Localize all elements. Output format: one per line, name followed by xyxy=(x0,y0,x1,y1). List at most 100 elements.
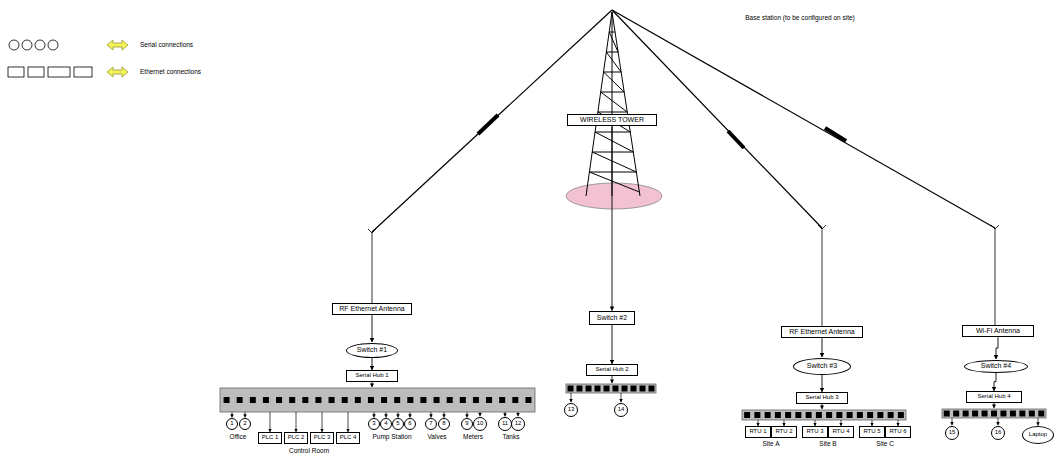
port xyxy=(224,397,230,403)
device-circle: 16 xyxy=(991,426,1006,441)
port-strip xyxy=(566,384,656,393)
device-drop xyxy=(398,412,399,418)
port xyxy=(640,386,646,392)
device-circle: 6 xyxy=(404,418,416,430)
legend-text: Ethernet connections xyxy=(140,68,201,75)
device-box: RTU 2 xyxy=(771,426,796,437)
device-box: RF Ethernet Antenna xyxy=(781,326,863,338)
node-text: Serial Hub 3 xyxy=(805,394,838,401)
node-text: 2 xyxy=(243,420,246,427)
node-text: RTU 6 xyxy=(889,428,906,435)
radio-tower xyxy=(566,12,662,209)
device-circle: 14 xyxy=(614,403,629,418)
tower-brace xyxy=(604,72,622,73)
tower-brace xyxy=(609,32,615,33)
tower-brace xyxy=(592,152,633,153)
port xyxy=(577,386,583,392)
port xyxy=(342,397,348,403)
node-text: RTU 3 xyxy=(806,428,823,435)
port xyxy=(631,386,637,392)
port xyxy=(525,397,531,403)
port xyxy=(785,412,791,418)
uplink-arrow xyxy=(994,402,995,408)
port xyxy=(744,412,750,418)
port xyxy=(512,397,518,403)
port xyxy=(460,397,466,403)
device-drop xyxy=(783,420,784,426)
device-drop xyxy=(518,412,519,416)
tower-brace xyxy=(589,172,636,173)
port xyxy=(1000,411,1006,417)
port xyxy=(765,412,771,418)
tower-brace xyxy=(598,112,627,113)
node-text: 7 xyxy=(429,420,432,427)
node-text: PLC 1 xyxy=(262,434,279,441)
port xyxy=(649,386,655,392)
link-arrow xyxy=(994,373,996,391)
port xyxy=(355,397,361,403)
node-text: Switch #1 xyxy=(357,346,387,354)
node-text: 15 xyxy=(949,429,956,436)
device-box: RTU 5 xyxy=(859,426,884,437)
port xyxy=(407,397,413,403)
port-strip xyxy=(742,410,906,420)
port xyxy=(302,397,308,403)
node-text: 5 xyxy=(396,420,399,427)
port xyxy=(499,397,505,403)
device-box: PLC 3 xyxy=(310,432,335,443)
device-circle: 2 xyxy=(239,418,251,430)
device-drop xyxy=(245,412,246,418)
link-arrow xyxy=(612,325,613,364)
tower-brace xyxy=(589,172,639,192)
node-text: RF Ethernet Antenna xyxy=(339,305,404,313)
tower-brace xyxy=(595,132,630,133)
port xyxy=(473,397,479,403)
tower-brace xyxy=(601,92,628,112)
device-box: WIRELESS TOWER xyxy=(567,114,657,126)
port xyxy=(250,397,256,403)
group-label: Control Room xyxy=(288,447,330,454)
device-box: RTU 1 xyxy=(745,426,770,437)
port xyxy=(775,412,781,418)
node-text: RTU 5 xyxy=(863,428,880,435)
device-circle: 5 xyxy=(392,418,404,430)
device-drop xyxy=(840,420,841,426)
device-drop xyxy=(410,412,411,418)
node-text: 12 xyxy=(515,420,522,427)
device-circle: 11 xyxy=(498,417,512,431)
link-arrow xyxy=(372,315,373,342)
tower-brace xyxy=(604,72,625,92)
link-arrow xyxy=(372,358,373,370)
link-arrow xyxy=(996,337,998,359)
port xyxy=(604,386,610,392)
port xyxy=(1019,411,1025,417)
port xyxy=(586,386,592,392)
port xyxy=(888,412,894,418)
node-text: 11 xyxy=(502,420,508,427)
port xyxy=(368,397,374,403)
device-circle: 9 xyxy=(461,418,473,430)
device-drop xyxy=(386,412,387,418)
group-label: Office xyxy=(229,433,248,440)
port xyxy=(816,412,822,418)
device-drop xyxy=(621,393,622,402)
port xyxy=(276,397,282,403)
port xyxy=(381,397,387,403)
node-text: 13 xyxy=(568,406,575,413)
port xyxy=(1010,411,1016,417)
port xyxy=(857,412,863,418)
device-circle: 12 xyxy=(511,417,526,432)
device-box: Serial Hub 2 xyxy=(586,364,638,375)
port xyxy=(982,411,988,417)
device-box: RTU 3 xyxy=(802,426,827,437)
group-label: Meters xyxy=(462,433,484,440)
device-drop xyxy=(814,420,815,426)
node-text: RTU 1 xyxy=(749,428,766,435)
device-drop xyxy=(757,420,758,426)
device-drop xyxy=(504,412,505,416)
device-circle: 15 xyxy=(945,426,960,441)
uplink-arrow xyxy=(372,382,373,387)
port xyxy=(434,397,440,403)
node-text: RTU 2 xyxy=(775,428,792,435)
device-drop xyxy=(444,412,445,418)
